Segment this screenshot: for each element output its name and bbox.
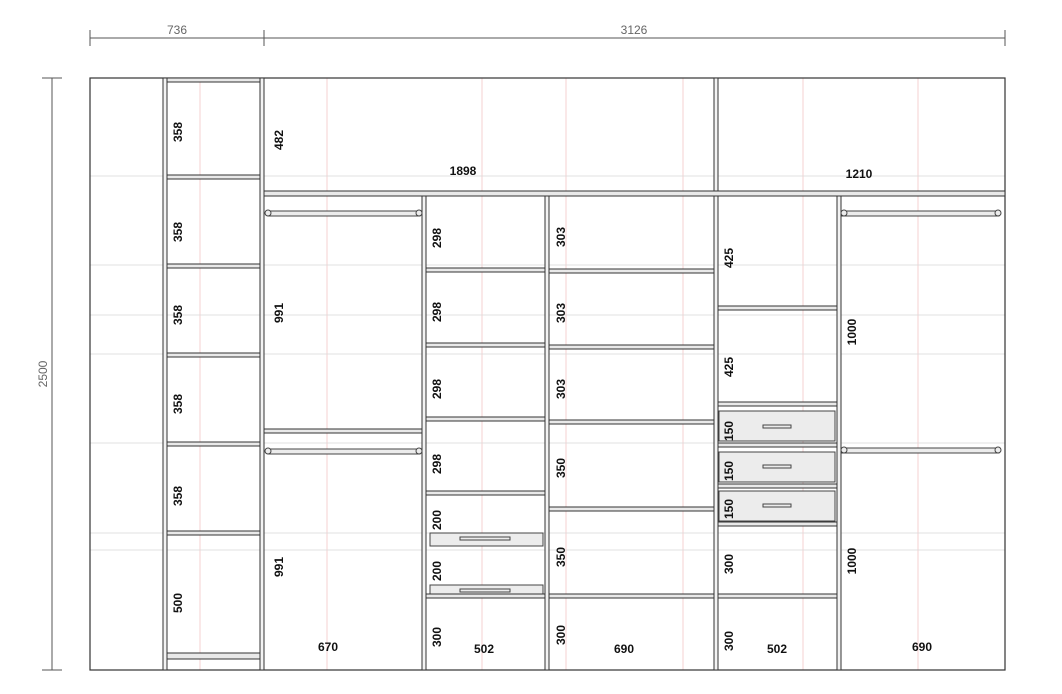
col6-fittings: [840, 209, 1002, 454]
col5-labels: 425 425 150 150 150 300 300 502: [722, 248, 787, 656]
label-col5-6: 300: [722, 554, 736, 574]
vertical-panels: [162, 77, 842, 671]
label-col2-1: 482: [272, 130, 286, 150]
height-dimension: 2500: [36, 77, 62, 671]
col2-labels: 482 991 991 670: [272, 130, 338, 654]
label-col1-3: 358: [171, 305, 185, 325]
label-col6-2: 1000: [845, 547, 859, 574]
dim-width-left: 736: [167, 23, 187, 37]
label-col1-6: 500: [171, 593, 185, 613]
col4-fittings: [548, 268, 715, 599]
label-col3-5: 200: [430, 510, 444, 530]
label-col2-width: 670: [318, 640, 338, 654]
col6-labels: 1000 1000 690: [845, 318, 932, 654]
label-col3-1: 298: [430, 228, 444, 248]
label-col6-1: 1000: [845, 318, 859, 345]
label-col4-5: 350: [554, 547, 568, 567]
label-col3-4: 298: [430, 454, 444, 474]
col1-shelves: [166, 77, 261, 660]
top-dimension: 736 3126: [89, 23, 1006, 46]
label-col4-2: 303: [554, 303, 568, 323]
label-col6-width: 690: [912, 640, 932, 654]
label-col3-width: 502: [474, 642, 494, 656]
dim-height: 2500: [36, 360, 50, 387]
label-col2-3: 991: [272, 557, 286, 577]
col2-fittings: [263, 209, 423, 455]
label-top-shelf-right: 1210: [846, 167, 873, 181]
label-col1-1: 358: [171, 122, 185, 142]
label-col4-width: 690: [614, 642, 634, 656]
top-shelf: [263, 190, 1006, 197]
label-col5-5: 150: [722, 499, 736, 519]
label-col1-4: 358: [171, 394, 185, 414]
label-col1-2: 358: [171, 222, 185, 242]
label-col4-1: 303: [554, 227, 568, 247]
label-col2-2: 991: [272, 303, 286, 323]
col4-labels: 303 303 303 350 350 300 690: [554, 227, 634, 656]
label-col4-3: 303: [554, 379, 568, 399]
label-col5-width: 502: [767, 642, 787, 656]
col5-fittings: [717, 305, 838, 599]
label-col3-6: 200: [430, 561, 444, 581]
label-col4-6: 300: [554, 625, 568, 645]
label-col3-7: 300: [430, 627, 444, 647]
label-col3-2: 298: [430, 302, 444, 322]
label-col5-7: 300: [722, 631, 736, 651]
col3-labels: 298 298 298 298 200 200 300 502: [430, 228, 494, 656]
col1-labels: 358 358 358 358 358 500: [171, 122, 185, 613]
label-col3-3: 298: [430, 379, 444, 399]
label-col5-4: 150: [722, 461, 736, 481]
label-col5-3: 150: [722, 421, 736, 441]
label-col4-4: 350: [554, 458, 568, 478]
label-col5-2: 425: [722, 357, 736, 377]
dim-width-right: 3126: [621, 23, 648, 37]
label-col1-5: 358: [171, 486, 185, 506]
col3-fittings: [425, 267, 546, 599]
label-col5-1: 425: [722, 248, 736, 268]
label-top-shelf-left: 1898: [450, 164, 477, 178]
